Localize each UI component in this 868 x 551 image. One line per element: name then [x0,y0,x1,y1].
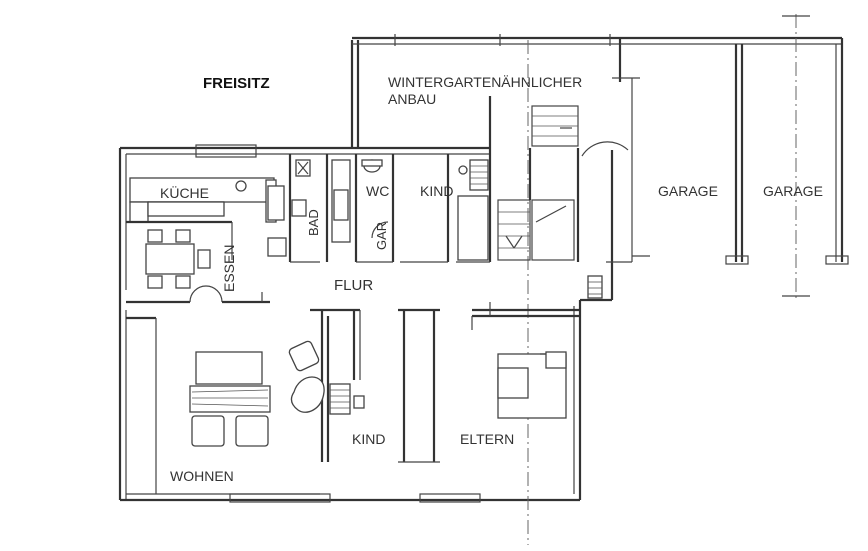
staircase [497,105,629,299]
house-outline [118,40,633,545]
dining-area [126,229,270,304]
wintergarten-label-line1: WINTERGARTENÄHNLICHER [388,74,582,90]
wohnen-label: WOHNEN [170,468,234,484]
kind-bottom-label: KIND [352,431,385,447]
kind-bottom-room [329,383,365,415]
corridor-walls [310,302,580,463]
essen-label: ESSEN [221,245,237,292]
garage-block [620,14,849,302]
gar-label: GAR [374,222,389,250]
kind-top-label: KIND [420,183,453,199]
wintergarten-label-line2: ANBAU [388,91,436,107]
wintergarden-annex [350,34,640,150]
wet-rooms [267,96,492,263]
living-room [126,316,325,494]
freisitz-label: FREISITZ [203,75,270,92]
bad-label: BAD [306,209,321,236]
garage-left-label: GARAGE [658,183,718,199]
flur-label: FLUR [334,277,373,294]
wc-label: WC [366,183,389,199]
eltern-label: ELTERN [460,431,514,447]
garage-right-label: GARAGE [763,183,823,199]
parents-room [497,351,567,419]
kueche-label: KÜCHE [160,184,209,201]
